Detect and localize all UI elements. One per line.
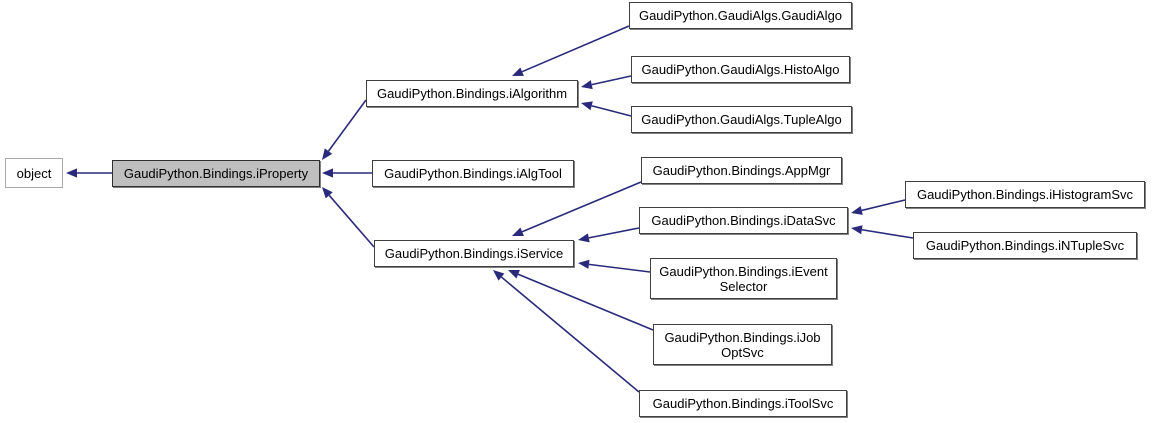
- inheritance-edge-iAlgTool-to-iProperty: [322, 168, 372, 178]
- arrowhead-icon: [581, 80, 593, 90]
- inheritance-edge-AppMgr-to-iService: [512, 181, 642, 236]
- class-node-AppMgr[interactable]: GaudiPython.Bindings.AppMgr: [641, 157, 842, 184]
- class-node-label: GaudiPython.Bindings.iJob OptSvc: [664, 329, 821, 360]
- class-node-label: GaudiPython.Bindings.iProperty: [123, 166, 309, 181]
- class-node-label: GaudiPython.Bindings.iAlgorithm: [376, 86, 568, 101]
- class-node-label: GaudiPython.GaudiAlgs.GaudiAlgo: [638, 8, 843, 23]
- arrowhead-icon: [581, 101, 593, 111]
- class-node-iService[interactable]: GaudiPython.Bindings.iService: [374, 240, 574, 267]
- inheritance-edge-GaudiAlgo-to-iAlgorithm: [512, 25, 630, 76]
- arrowhead-icon: [578, 233, 590, 243]
- inheritance-edge-TupleAlgo-to-iAlgorithm: [581, 101, 632, 117]
- class-node-iProperty[interactable]: GaudiPython.Bindings.iProperty: [112, 160, 320, 187]
- class-node-iAlgorithm[interactable]: GaudiPython.Bindings.iAlgorithm: [366, 80, 578, 107]
- class-node-label: GaudiPython.Bindings.iHistogramSvc: [916, 187, 1134, 202]
- inheritance-edge-iEventSelector-to-iService: [578, 259, 651, 273]
- class-node-HistoAlgo[interactable]: GaudiPython.GaudiAlgs.HistoAlgo: [631, 56, 850, 83]
- arrowhead-icon: [851, 205, 863, 215]
- class-node-object[interactable]: object: [5, 158, 63, 188]
- arrowhead-icon: [322, 148, 333, 160]
- class-node-label: GaudiPython.Bindings.iToolSvc: [652, 396, 834, 411]
- arrowhead-icon: [493, 270, 505, 281]
- class-node-iNTupleSvc[interactable]: GaudiPython.Bindings.iNTupleSvc: [913, 232, 1137, 259]
- class-node-GaudiAlgo[interactable]: GaudiPython.GaudiAlgs.GaudiAlgo: [629, 2, 852, 29]
- inheritance-edge-iNTupleSvc-to-iDataSvc: [851, 225, 914, 239]
- class-node-label: GaudiPython.Bindings.iNTupleSvc: [925, 238, 1125, 253]
- arrowhead-icon: [578, 259, 590, 269]
- inheritance-edge-iHistogramSvc-to-iDataSvc: [851, 199, 906, 215]
- arrowhead-icon: [512, 227, 524, 236]
- inheritance-edge-iJobOptSvc-to-iService: [508, 269, 654, 331]
- class-node-iToolSvc[interactable]: GaudiPython.Bindings.iToolSvc: [639, 390, 847, 417]
- arrowhead-icon: [851, 225, 863, 235]
- class-node-iJobOptSvc[interactable]: GaudiPython.Bindings.iJob OptSvc: [653, 324, 832, 365]
- class-node-iAlgTool[interactable]: GaudiPython.Bindings.iAlgTool: [372, 160, 574, 187]
- arrowhead-icon: [322, 187, 333, 199]
- inheritance-edge-HistoAlgo-to-iAlgorithm: [581, 75, 632, 90]
- class-node-label: GaudiPython.Bindings.AppMgr: [652, 163, 831, 178]
- class-node-label: GaudiPython.Bindings.iService: [384, 246, 564, 261]
- inheritance-edge-iDataSvc-to-iService: [578, 227, 640, 243]
- class-node-iDataSvc[interactable]: GaudiPython.Bindings.iDataSvc: [639, 207, 848, 234]
- inheritance-edge-iAlgorithm-to-iProperty: [322, 99, 367, 160]
- arrowhead-icon: [512, 67, 524, 76]
- class-node-label: GaudiPython.Bindings.iAlgTool: [384, 166, 562, 181]
- inheritance-edge-iService-to-iProperty: [322, 187, 375, 248]
- class-node-iEventSelector[interactable]: GaudiPython.Bindings.iEvent Selector: [650, 258, 837, 299]
- class-node-label: GaudiPython.GaudiAlgs.HistoAlgo: [641, 62, 840, 77]
- class-node-label: GaudiPython.Bindings.iEvent Selector: [659, 263, 828, 294]
- class-node-label: GaudiPython.GaudiAlgs.TupleAlgo: [641, 112, 842, 127]
- inheritance-edge-iProperty-to-object: [66, 168, 112, 178]
- arrowhead-icon: [66, 168, 77, 178]
- class-node-label: object: [16, 165, 52, 181]
- class-node-label: GaudiPython.Bindings.iDataSvc: [651, 213, 836, 228]
- arrowhead-icon: [322, 168, 333, 178]
- arrowhead-icon: [508, 269, 520, 279]
- inheritance-edge-iToolSvc-to-iService: [493, 270, 640, 393]
- class-node-iHistogramSvc[interactable]: GaudiPython.Bindings.iHistogramSvc: [905, 181, 1145, 208]
- class-node-TupleAlgo[interactable]: GaudiPython.GaudiAlgs.TupleAlgo: [631, 106, 852, 133]
